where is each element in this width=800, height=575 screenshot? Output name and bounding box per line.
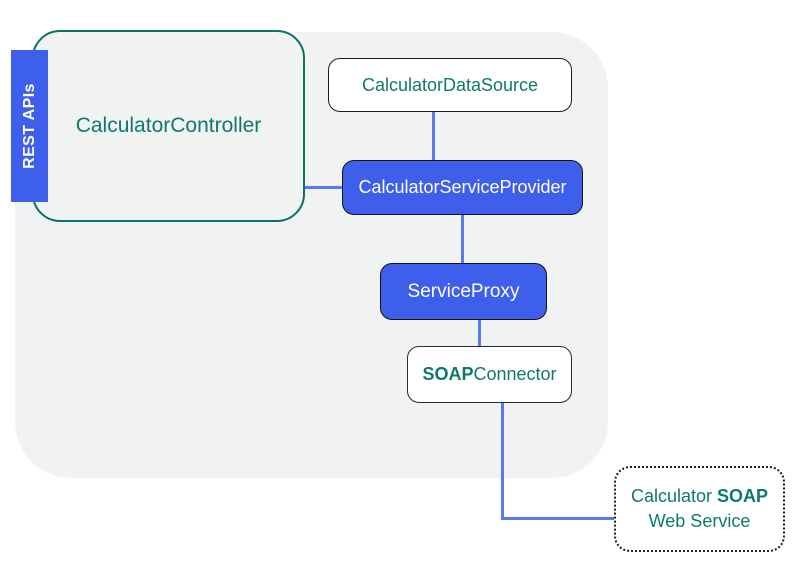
node-calculator-datasource-label: CalculatorDataSource [361, 74, 539, 95]
web-service-label-line2: Web Service [648, 511, 751, 531]
web-service-label-line1-regular: Calculator [630, 486, 712, 506]
edge-serviceprovider-to-serviceproxy [461, 215, 464, 263]
edge-soapconnector-to-webservice [501, 403, 615, 520]
node-calculator-soap-web-service: Calculator SOAP Web Service [614, 466, 785, 552]
node-soap-connector-label-bold: SOAP [422, 364, 474, 384]
node-soap-connector: SOAPConnector [407, 346, 572, 403]
node-calculator-service-provider: CalculatorServiceProvider [342, 160, 583, 215]
node-soap-connector-label: SOAPConnector [422, 364, 556, 385]
node-service-proxy-label: ServiceProxy [407, 280, 520, 302]
web-service-label-line1-bold: SOAP [717, 486, 769, 506]
edge-controller-to-serviceprovider [305, 186, 342, 189]
node-calculator-soap-web-service-label: Calculator SOAP Web Service [631, 484, 768, 534]
node-calculator-service-provider-label: CalculatorServiceProvider [358, 177, 567, 197]
node-calculator-datasource: CalculatorDataSource [328, 58, 572, 112]
rest-apis-badge-label: REST APIs [20, 83, 38, 169]
node-calculator-controller: CalculatorController [32, 30, 305, 222]
node-calculator-controller-label: CalculatorController [75, 114, 262, 137]
rest-apis-badge: REST APIs [11, 50, 48, 202]
edge-datasource-to-serviceprovider [432, 112, 435, 160]
edge-serviceproxy-to-soapconnector [478, 320, 481, 346]
node-service-proxy: ServiceProxy [380, 263, 547, 320]
node-soap-connector-label-regular: Connector [473, 364, 557, 384]
